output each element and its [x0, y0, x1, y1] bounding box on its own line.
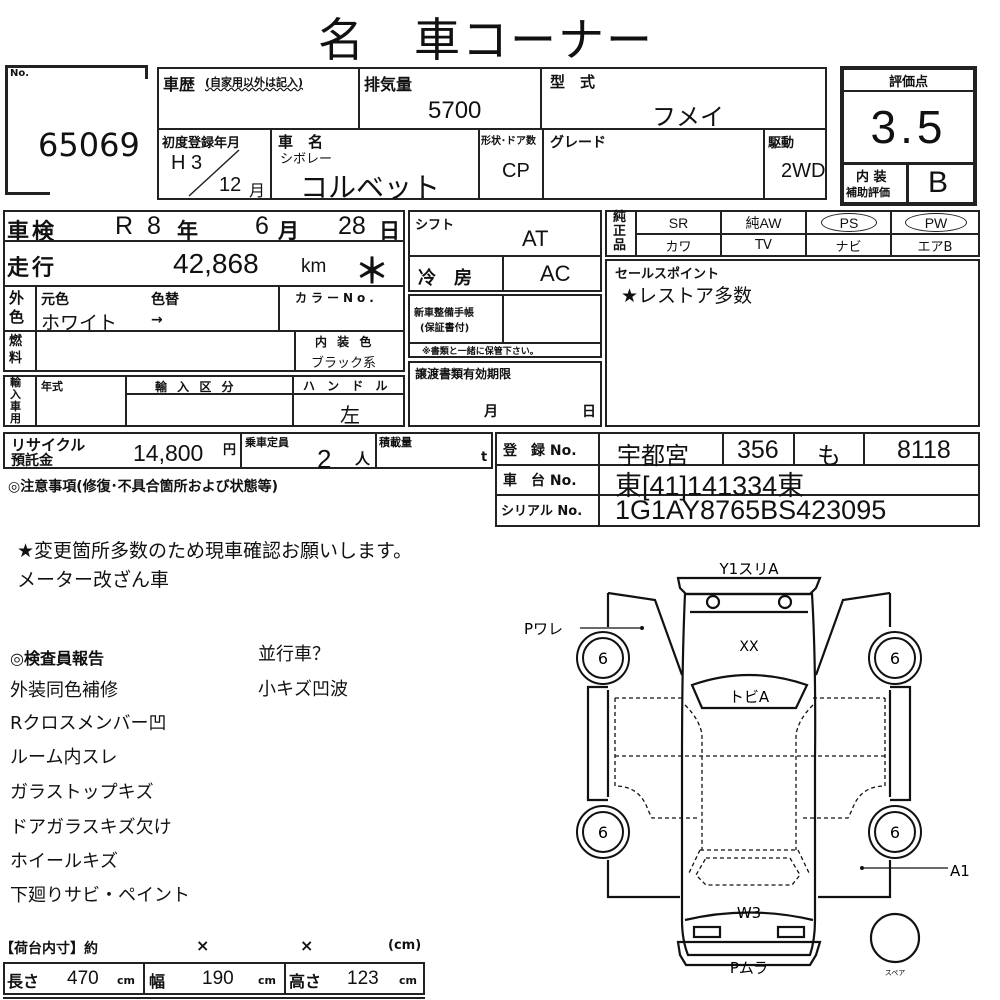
- history-cell: 車歴(自家用以外は記入): [157, 67, 360, 130]
- exterior-row: 外色 元色 色替 ホワイト → カラーNo.: [3, 285, 405, 334]
- tire-tread: 6: [598, 823, 608, 842]
- inspector-item: ガラストップキズ: [10, 782, 154, 803]
- lot-label: No.: [10, 68, 30, 79]
- transfer-cell: 譲渡書類有効期限月日: [408, 361, 602, 427]
- right-door: [814, 591, 891, 676]
- windshield: [690, 673, 809, 710]
- tire-tread: 6: [890, 823, 900, 842]
- registration-table: 登 録 No. 車 台 No. シリアル No. 宇都宮 356 も 8118 …: [495, 432, 980, 527]
- handle-value: 左: [340, 403, 360, 427]
- grade-cell: グレード: [542, 128, 765, 200]
- spare-label: スペア: [885, 969, 906, 977]
- glass-damage-label: トビA: [729, 688, 770, 706]
- car-condition-diagram: Y1スリA XX トビA W3 Pムラ Pワレ A1 6 6 6 6 スペア: [524, 560, 970, 977]
- rear-damage-label: Y1スリA: [719, 560, 780, 578]
- cargo-table: 長さ 470 cm 幅 190 cm 高さ 123 cm: [3, 962, 425, 995]
- inspector-label: ◎検査員報告: [10, 649, 104, 668]
- roof-damage-label: XX: [739, 639, 759, 655]
- circled-option: PS: [821, 213, 877, 232]
- left-door: [607, 591, 684, 676]
- front-bumper: [676, 940, 822, 967]
- mileage-row: 走行 42,868 km ＊: [3, 240, 405, 292]
- mileage-value: 42,868: [173, 248, 259, 279]
- inspector-item: Rクロスメンバー凹: [10, 713, 167, 734]
- tire-circles: [576, 631, 922, 859]
- tire-tread: 6: [598, 649, 608, 668]
- inspector-item: ホイールキズ: [10, 851, 118, 872]
- car-name-cell: 車 名シボレーコルベット: [270, 128, 480, 204]
- rear-spoiler: [676, 576, 822, 596]
- model-code-cell: 型 式フメイ: [540, 67, 827, 131]
- note-line: メーター改ざん車: [17, 569, 170, 591]
- genuine-parts-table: 純正品 SR 純AW PS PW カワ TV ナビ エアB: [605, 210, 980, 257]
- interior-score: B: [928, 166, 949, 199]
- circled-option: PW: [905, 213, 967, 232]
- inspector-item: 下廻りサビ・ペイント: [10, 885, 190, 906]
- inspector-item: 外装同色補修: [10, 680, 118, 701]
- car-body: [680, 592, 817, 957]
- right-damage-label: A1: [950, 862, 970, 880]
- inspector-item: ルーム内スレ: [10, 747, 118, 768]
- tire-tread: 6: [890, 649, 900, 668]
- spare-tire-icon: [869, 912, 921, 964]
- page-title: 名 車コーナー: [318, 13, 654, 67]
- recycle-row: リサイクル 預託金 14,800 円 乗車定員 2 人 積載量 t: [3, 432, 493, 474]
- left-damage-label: Pワレ: [524, 620, 563, 638]
- caution-label: ◎注意事項(修復･不具合箇所および状態等): [8, 479, 279, 495]
- trunk-damage-label: W3: [737, 904, 761, 922]
- score-box: 評価点 3.5 内 装 補助評価 B: [840, 66, 977, 206]
- fuel-row: 燃料 内 装 色 ブラック系: [3, 330, 405, 372]
- service-book-cell: 新車整備手帳 (保証書付) ※書類と一緒に保管下さい。: [408, 294, 602, 358]
- lot-number: 65069: [38, 126, 140, 164]
- lot-box: No. 65069: [5, 65, 148, 195]
- inspector-item: ドアガラスキズ欠け: [10, 817, 172, 838]
- inspection-row: 車検 R 8 年 6 月 28 日: [3, 210, 405, 245]
- front-damage-label: Pムラ: [730, 959, 768, 977]
- import-row: 輸入車用 年式 輸 入 区 分 ハ ン ド ル 左: [3, 375, 405, 427]
- score-value: 3.5: [870, 101, 947, 153]
- note-line: ★変更箇所多数のため現車確認お願いします。: [17, 540, 413, 562]
- sales-point-box: セールスポイント★レストア多数: [605, 259, 980, 427]
